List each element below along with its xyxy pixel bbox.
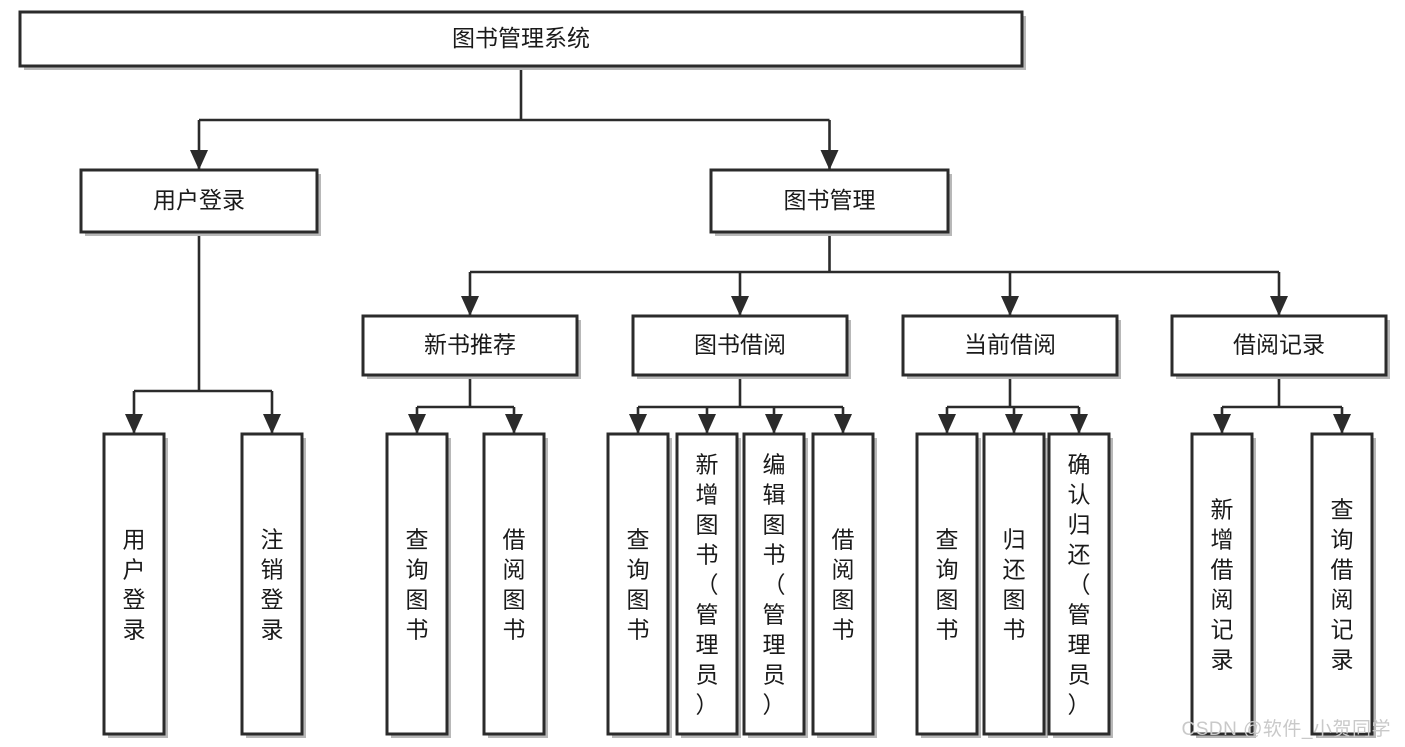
arrow-head-icon bbox=[190, 150, 208, 170]
node-leaf-query-record[interactable]: 查询借阅记录 bbox=[1310, 432, 1376, 738]
node-label: 查询图书 bbox=[936, 526, 959, 642]
arrow-head-icon bbox=[820, 150, 839, 170]
node-label: 借阅图书 bbox=[503, 526, 526, 642]
node-box[interactable] bbox=[901, 314, 1119, 377]
node-box[interactable] bbox=[102, 432, 166, 736]
node-box[interactable] bbox=[811, 432, 875, 736]
arrow-head-icon bbox=[1270, 296, 1288, 316]
node-box[interactable] bbox=[742, 432, 806, 736]
node-label: 编辑图书（管理员） bbox=[763, 451, 786, 717]
node-box[interactable] bbox=[982, 432, 1046, 736]
node-leaf-query-book-3[interactable]: 查询图书 bbox=[915, 432, 981, 738]
node-label: 新书推荐 bbox=[424, 332, 516, 358]
arrow-head-icon bbox=[1213, 414, 1231, 434]
node-label: 图书借阅 bbox=[694, 332, 786, 358]
node-label: 图书管理 bbox=[784, 187, 876, 213]
connectors-layer bbox=[125, 66, 1351, 434]
arrow-head-icon bbox=[731, 296, 749, 316]
csdn-watermark: CSDN @软件_小贺同学 bbox=[1181, 719, 1391, 740]
node-root[interactable]: 图书管理系统 bbox=[18, 10, 1026, 70]
node-book-borrow[interactable]: 图书借阅 bbox=[631, 314, 851, 379]
arrow-head-icon bbox=[1070, 414, 1088, 434]
node-label: 新增图书（管理员） bbox=[696, 451, 719, 717]
node-box[interactable] bbox=[361, 314, 579, 377]
arrow-head-icon bbox=[408, 414, 426, 434]
node-new-book-recommend[interactable]: 新书推荐 bbox=[361, 314, 581, 379]
arrow-head-icon bbox=[938, 414, 956, 434]
node-box[interactable] bbox=[482, 432, 546, 736]
node-box[interactable] bbox=[1310, 432, 1374, 736]
node-label: 图书管理系统 bbox=[452, 25, 590, 51]
node-leaf-query-book-1[interactable]: 查询图书 bbox=[385, 432, 451, 738]
node-label: 用户登录 bbox=[153, 187, 245, 213]
arrow-head-icon bbox=[834, 414, 852, 434]
node-leaf-confirm-return[interactable]: 确认归还（管理员） bbox=[1047, 432, 1113, 738]
node-label: 借阅记录 bbox=[1233, 332, 1325, 358]
node-current-borrow[interactable]: 当前借阅 bbox=[901, 314, 1121, 379]
arrow-head-icon bbox=[1001, 296, 1019, 316]
nodes-layer: 图书管理系统用户登录图书管理新书推荐图书借阅当前借阅借阅记录用户登录注销登录查询… bbox=[18, 10, 1390, 738]
node-label: 借阅图书 bbox=[832, 526, 855, 642]
node-label: 归还图书 bbox=[1003, 526, 1026, 642]
node-box[interactable] bbox=[240, 432, 304, 736]
arrow-head-icon bbox=[263, 414, 281, 434]
node-box[interactable] bbox=[675, 432, 739, 736]
arrow-head-icon bbox=[461, 296, 479, 316]
arrow-head-icon bbox=[698, 414, 716, 434]
node-label: 确认归还（管理员） bbox=[1068, 451, 1091, 717]
node-box[interactable] bbox=[915, 432, 979, 736]
node-box[interactable] bbox=[709, 168, 950, 234]
arrow-head-icon bbox=[765, 414, 783, 434]
node-box[interactable] bbox=[631, 314, 849, 377]
node-box[interactable] bbox=[18, 10, 1024, 68]
node-box[interactable] bbox=[79, 168, 319, 234]
node-borrow-records[interactable]: 借阅记录 bbox=[1170, 314, 1390, 379]
node-leaf-edit-book[interactable]: 编辑图书（管理员） bbox=[742, 432, 808, 738]
node-label: 新增借阅记录 bbox=[1211, 496, 1234, 672]
node-leaf-return-book[interactable]: 归还图书 bbox=[982, 432, 1048, 738]
node-leaf-query-book-2[interactable]: 查询图书 bbox=[606, 432, 672, 738]
node-label: 用户登录 bbox=[123, 526, 146, 642]
node-label: 查询借阅记录 bbox=[1331, 496, 1354, 672]
node-label: 当前借阅 bbox=[964, 332, 1056, 358]
node-box[interactable] bbox=[385, 432, 449, 736]
node-box[interactable] bbox=[1047, 432, 1111, 736]
node-leaf-add-record[interactable]: 新增借阅记录 bbox=[1190, 432, 1256, 738]
node-leaf-borrow-book-1[interactable]: 借阅图书 bbox=[482, 432, 548, 738]
node-label: 注销登录 bbox=[261, 526, 284, 642]
node-leaf-borrow-book-2[interactable]: 借阅图书 bbox=[811, 432, 877, 738]
node-book-management[interactable]: 图书管理 bbox=[709, 168, 952, 236]
node-label: 查询图书 bbox=[406, 526, 429, 642]
node-box[interactable] bbox=[1170, 314, 1388, 377]
node-leaf-user-login[interactable]: 用户登录 bbox=[102, 432, 168, 738]
node-box[interactable] bbox=[606, 432, 670, 736]
node-leaf-add-book[interactable]: 新增图书（管理员） bbox=[675, 432, 741, 738]
arrow-head-icon bbox=[125, 414, 143, 434]
arrow-head-icon bbox=[629, 414, 647, 434]
node-box[interactable] bbox=[1190, 432, 1254, 736]
node-leaf-logout[interactable]: 注销登录 bbox=[240, 432, 306, 738]
arrow-head-icon bbox=[1333, 414, 1351, 434]
arrow-head-icon bbox=[505, 414, 523, 434]
node-user-login[interactable]: 用户登录 bbox=[79, 168, 321, 236]
arrow-head-icon bbox=[1005, 414, 1023, 434]
node-label: 查询图书 bbox=[627, 526, 650, 642]
